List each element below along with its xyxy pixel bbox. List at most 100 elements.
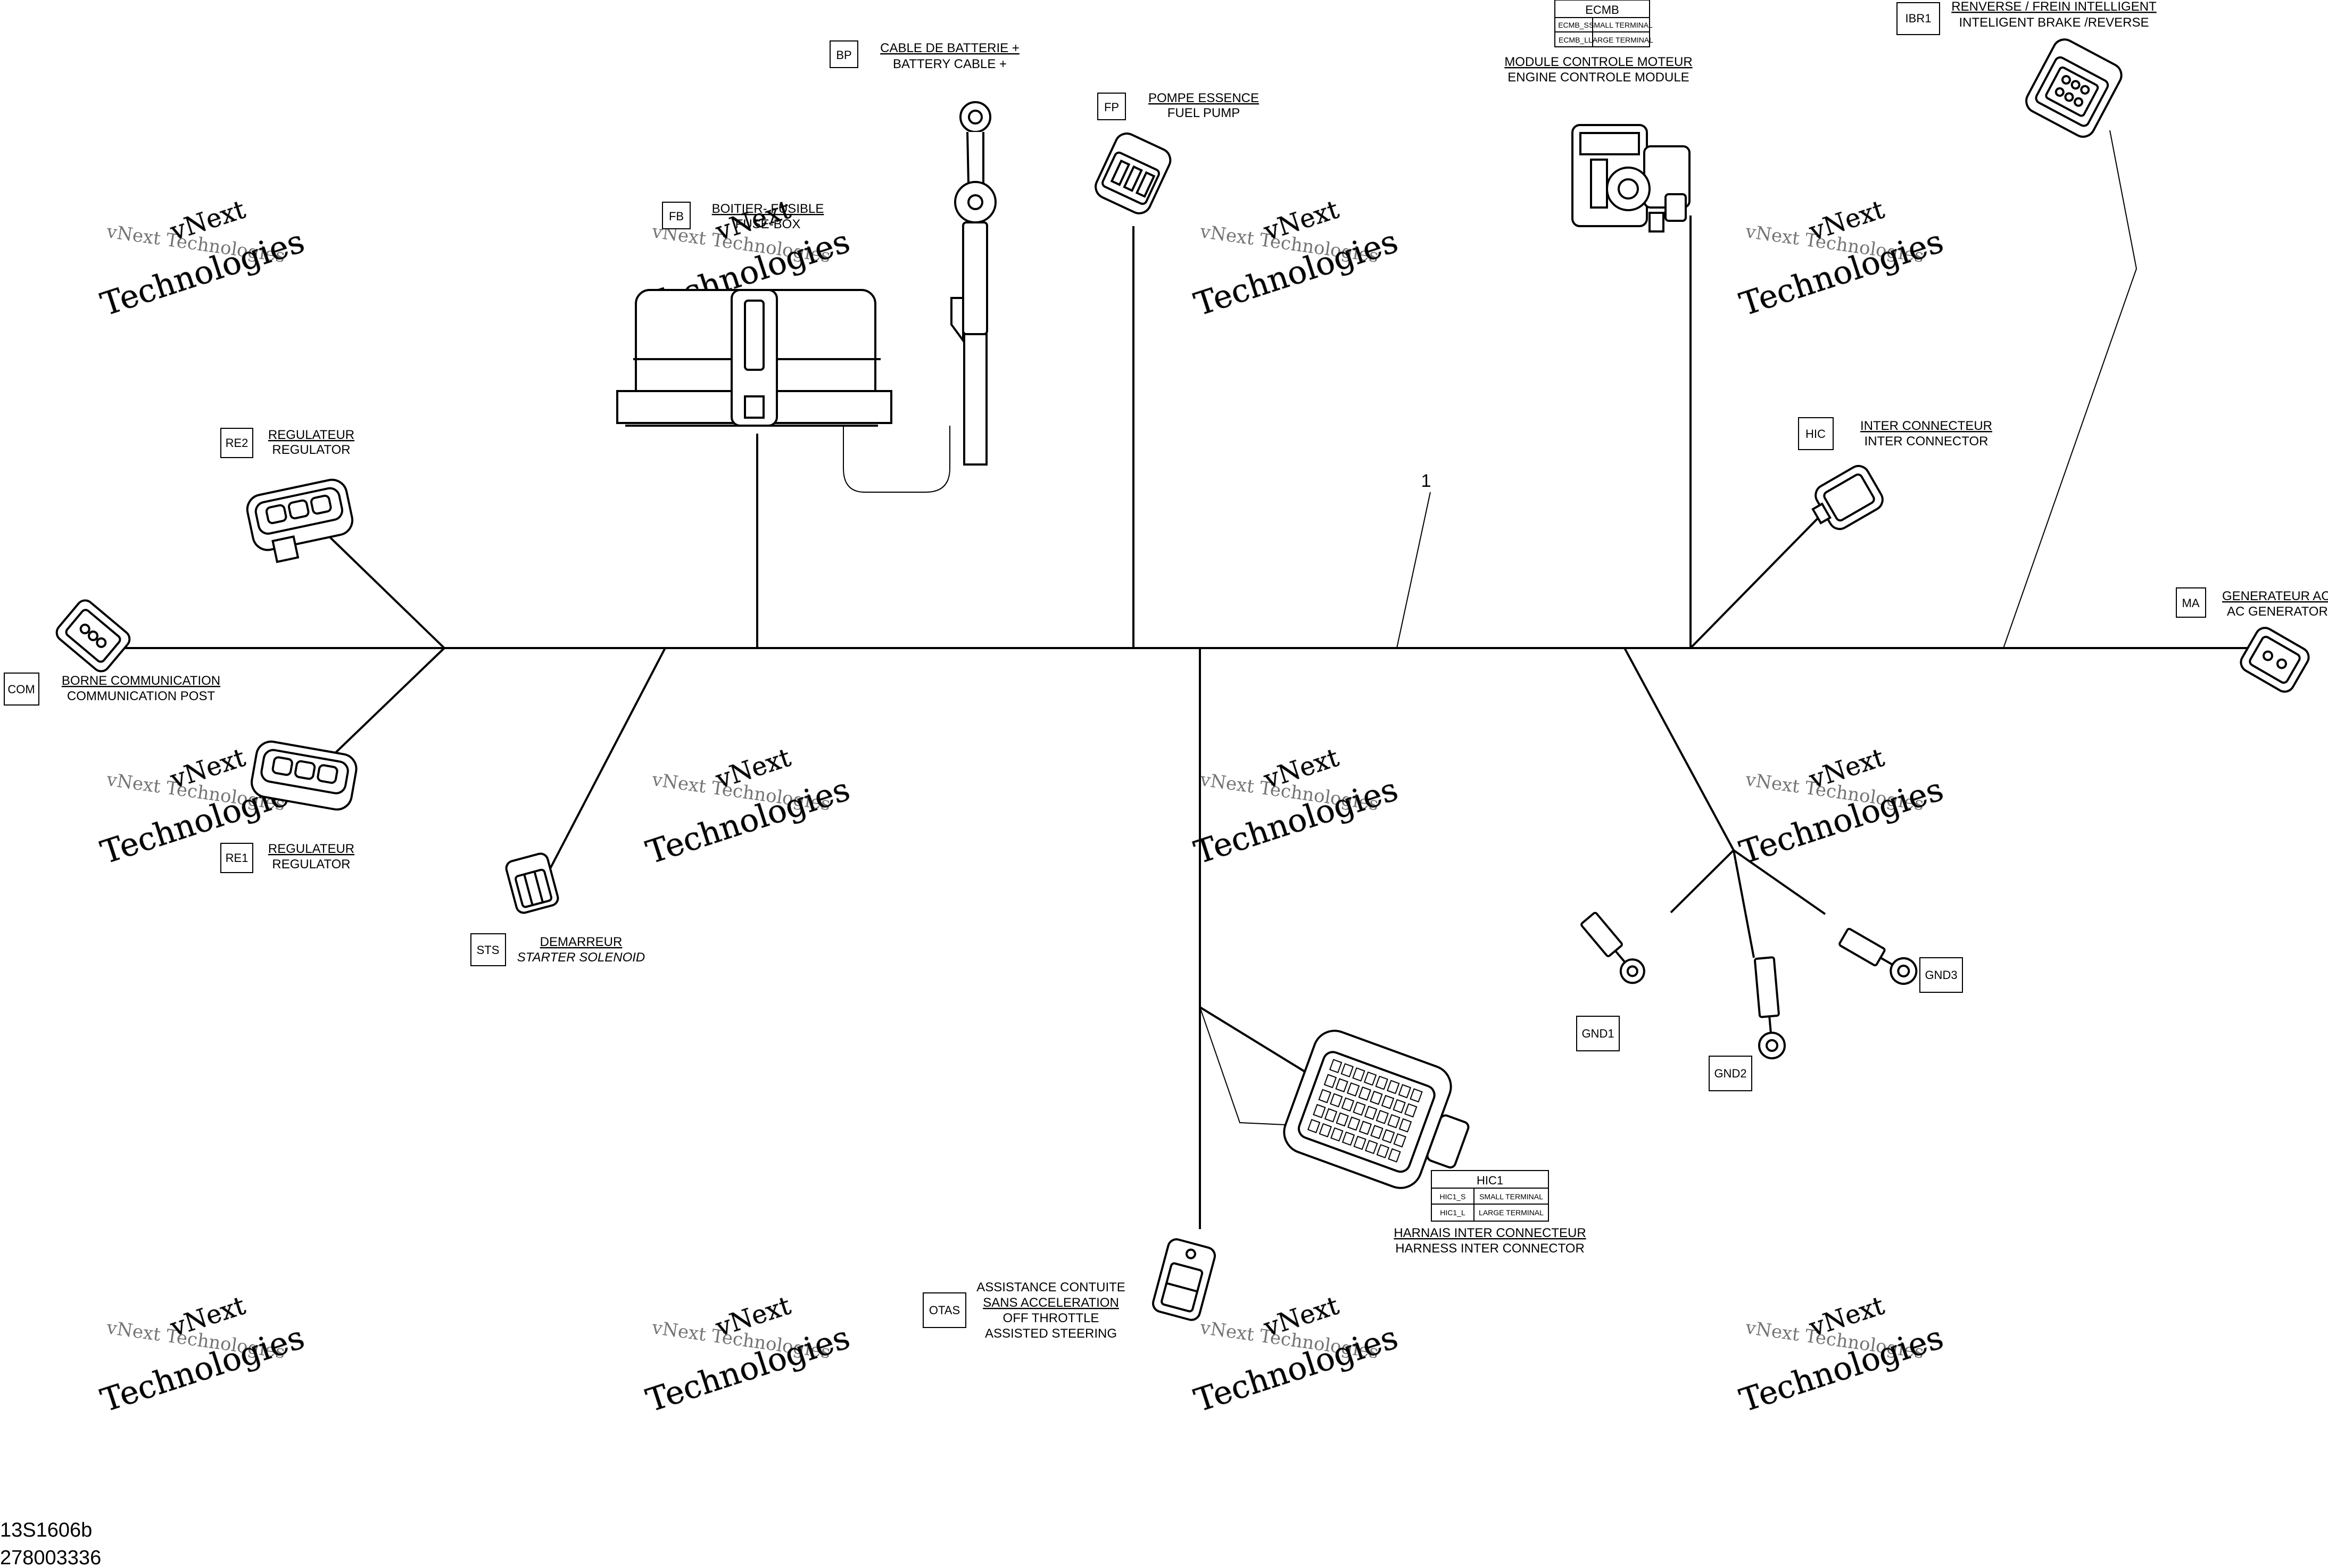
connector-pin xyxy=(1370,1090,1383,1105)
gnd1-code: GND1 xyxy=(1581,1027,1614,1040)
item-1-leader xyxy=(1396,492,1431,649)
connector-pin xyxy=(1340,1063,1354,1077)
re2-label-en: REGULATOR xyxy=(272,443,350,457)
connector-pin xyxy=(1347,1116,1361,1131)
branch-hic1-wire xyxy=(1199,1006,1315,1078)
gnd3-code: GND3 xyxy=(1925,968,1957,982)
footer-code-1: 13S1606b xyxy=(0,1519,92,1541)
regulator-re1-connector-drawing xyxy=(251,740,358,811)
connector-pin xyxy=(1370,1125,1383,1139)
bp-label-fr: CABLE DE BATTERIE + xyxy=(880,41,1020,55)
hic1-label-en: HARNESS INTER CONNECTOR xyxy=(1395,1241,1585,1256)
fuse-box-drawing xyxy=(616,289,892,427)
branch-sts-wire xyxy=(547,648,666,873)
code-boxes xyxy=(4,0,2206,1328)
ac-generator-connector-drawing xyxy=(2240,627,2310,693)
connector-pin xyxy=(1363,1071,1377,1086)
re1-label-en: REGULATOR xyxy=(272,857,350,872)
branch-gnd1-wire xyxy=(1670,849,1735,914)
branch-hic-wire xyxy=(1689,510,1826,649)
ibr1-code: IBR1 xyxy=(1906,12,1932,25)
hic1-row-2-desc: LARGE TERMINAL xyxy=(1479,1208,1544,1217)
connector-pin xyxy=(1335,1078,1348,1093)
connector-pin xyxy=(1330,1127,1344,1142)
connector-pin xyxy=(1307,1118,1321,1133)
connector-pin xyxy=(1388,1148,1401,1163)
gnd2-terminal-drawing xyxy=(1754,956,1786,1059)
branch-re1-wire xyxy=(332,647,445,757)
inter-connector-drawing xyxy=(1811,464,1884,530)
gnd1-code-box xyxy=(1576,1016,1620,1051)
bp-code-box xyxy=(830,40,858,68)
com-code: COM xyxy=(7,683,35,696)
otas-label-line-4: ASSISTED STEERING xyxy=(985,1326,1117,1341)
re1-code-box xyxy=(220,843,253,873)
hic1-row-2-pin: HIC1_L xyxy=(1440,1208,1465,1217)
gnd2-code: GND2 xyxy=(1714,1067,1746,1080)
engine-control-module-drawing xyxy=(1571,124,1691,233)
fb-label-en: FUSE-BOX xyxy=(735,217,801,231)
connector-pin xyxy=(1358,1121,1372,1135)
intelligent-brake-connector-drawing xyxy=(2025,38,2123,138)
ecmb-row-2-pin: ECMB_L xyxy=(1559,36,1588,44)
re1-label-fr: REGULATEUR xyxy=(268,842,354,856)
connector-pin xyxy=(1353,1135,1366,1150)
otas-label-line-2: SANS ACCELERATION xyxy=(983,1296,1119,1310)
connector-pin xyxy=(1353,1101,1366,1116)
bp-code: BP xyxy=(836,48,851,62)
battery-cable-drawing xyxy=(950,101,997,466)
com-label-en: COMMUNICATION POST xyxy=(67,689,216,703)
connector-pin xyxy=(1324,1108,1338,1123)
connector-pin xyxy=(1387,1114,1401,1129)
harness-inter-connector-drawing xyxy=(1283,1030,1470,1189)
hic-label-en: INTER CONNECTOR xyxy=(1865,434,1989,449)
com-code-box xyxy=(4,673,39,706)
connector-pin xyxy=(1319,1123,1332,1138)
connector-pin xyxy=(1358,1086,1372,1101)
re2-label-fr: REGULATEUR xyxy=(268,428,354,442)
sts-code-box xyxy=(470,933,506,966)
ground-terminals xyxy=(1580,911,1918,1059)
branch-ibr1-wire xyxy=(2003,130,2138,649)
branch-re2-wire xyxy=(324,531,445,649)
starter-solenoid-connector-drawing xyxy=(505,852,559,914)
connector-pin xyxy=(1341,1131,1355,1146)
fp-code-box xyxy=(1097,93,1126,120)
connector-pin xyxy=(1341,1097,1355,1112)
connector-pin xyxy=(1352,1067,1365,1082)
branch-gnd3-wire xyxy=(1733,849,1826,915)
ecmb-table xyxy=(1554,0,1650,47)
connector-pin xyxy=(1313,1104,1326,1118)
leader-lines xyxy=(843,130,2138,1126)
otas-code-box xyxy=(923,1292,966,1328)
connector-pin xyxy=(1365,1140,1378,1155)
ecmb-label-fr: MODULE CONTROLE MOTEUR xyxy=(1504,55,1692,69)
gnd1-terminal-drawing xyxy=(1580,911,1645,984)
gnd2-code-box xyxy=(1709,1056,1752,1091)
connector-pin xyxy=(1404,1103,1418,1118)
connector-pin xyxy=(1318,1089,1331,1104)
ma-code: MA xyxy=(2182,596,2200,610)
ma-label-fr: GENERATEUR AC xyxy=(2222,589,2328,603)
otas-code: OTAS xyxy=(929,1304,960,1317)
communication-post-connector-drawing xyxy=(55,599,131,673)
hic-code: HIC xyxy=(1805,427,1826,441)
hic1-leader xyxy=(1199,1007,1299,1126)
connector-pin xyxy=(1346,1082,1360,1097)
com-label-fr: BORNE COMMUNICATION xyxy=(62,674,220,688)
ibr1-label-en: INTELIGENT BRAKE /REVERSE xyxy=(1959,15,2149,30)
fp-label-en: FUEL PUMP xyxy=(1167,106,1240,120)
connector-pin xyxy=(1375,1075,1388,1090)
otas-label-line-3: OFF THROTTLE xyxy=(1003,1311,1099,1325)
gnd3-code-box xyxy=(1919,957,1963,993)
otas-label-line-1: ASSISTANCE CONTUITE xyxy=(976,1280,1125,1295)
